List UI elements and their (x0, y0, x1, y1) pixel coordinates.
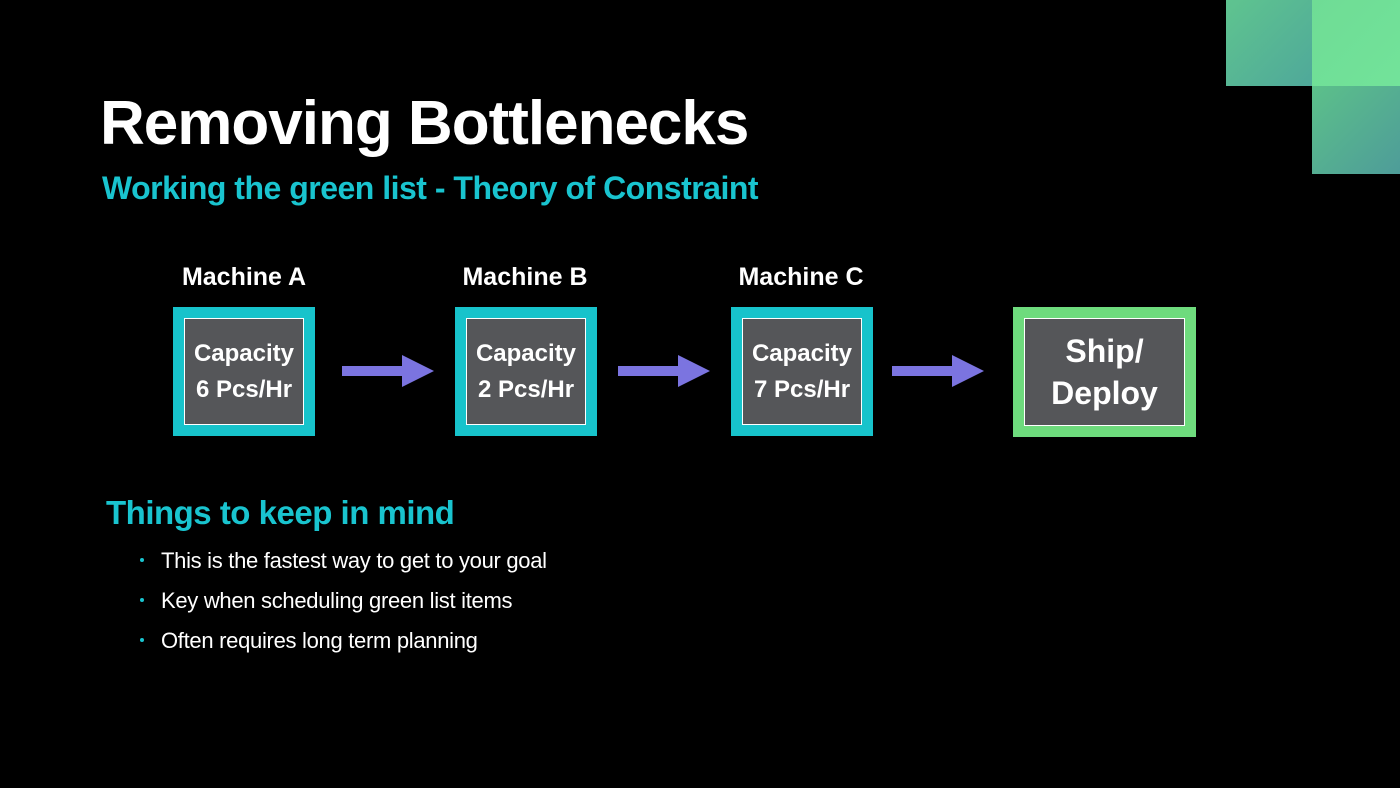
bullet-dot-icon (140, 638, 144, 643)
slide-subtitle: Working the green list - Theory of Const… (102, 170, 759, 206)
machine-c-capacity-value: 7 Pcs/Hr (753, 375, 851, 403)
machine-a-capacity-label: Capacity (193, 339, 295, 367)
bullet-text: Key when scheduling green list items (161, 588, 513, 613)
machine-b-box: Capacity 2 Pcs/Hr (455, 307, 597, 436)
bullet-dot-icon (140, 558, 144, 563)
bullet-text: Often requires long term planning (161, 628, 478, 653)
bullet-item: Often requires long term planning (140, 628, 478, 654)
section-heading: Things to keep in mind (106, 494, 455, 531)
ship-label: Ship/ (1065, 333, 1144, 369)
ship-deploy-box: Ship/ Deploy (1013, 307, 1196, 437)
flow-arrow-icon (618, 355, 710, 387)
machine-b-capacity-value: 2 Pcs/Hr (477, 375, 575, 403)
flow-arrow-icon (892, 355, 984, 387)
flow-arrow-icon (342, 355, 434, 387)
slide-title: Removing Bottlenecks (100, 89, 749, 158)
machine-a-capacity-value: 6 Pcs/Hr (195, 375, 293, 403)
bullet-text: This is the fastest way to get to your g… (161, 548, 547, 573)
machine-c-label: Machine C (738, 263, 864, 291)
deploy-label: Deploy (1051, 375, 1158, 411)
machine-c-capacity-label: Capacity (751, 339, 853, 367)
bullet-item: This is the fastest way to get to your g… (140, 548, 547, 574)
bullet-dot-icon (140, 598, 144, 603)
corner-decoration-square (1226, 0, 1314, 86)
machine-c-box: Capacity 7 Pcs/Hr (731, 307, 873, 436)
machine-b-capacity-label: Capacity (475, 339, 577, 367)
machine-a-label: Machine A (181, 263, 307, 291)
corner-decoration-square (1312, 86, 1400, 174)
machine-a-box: Capacity 6 Pcs/Hr (173, 307, 315, 436)
bullet-item: Key when scheduling green list items (140, 588, 512, 614)
machine-b-label: Machine B (462, 263, 588, 291)
corner-decoration-square (1312, 0, 1400, 88)
